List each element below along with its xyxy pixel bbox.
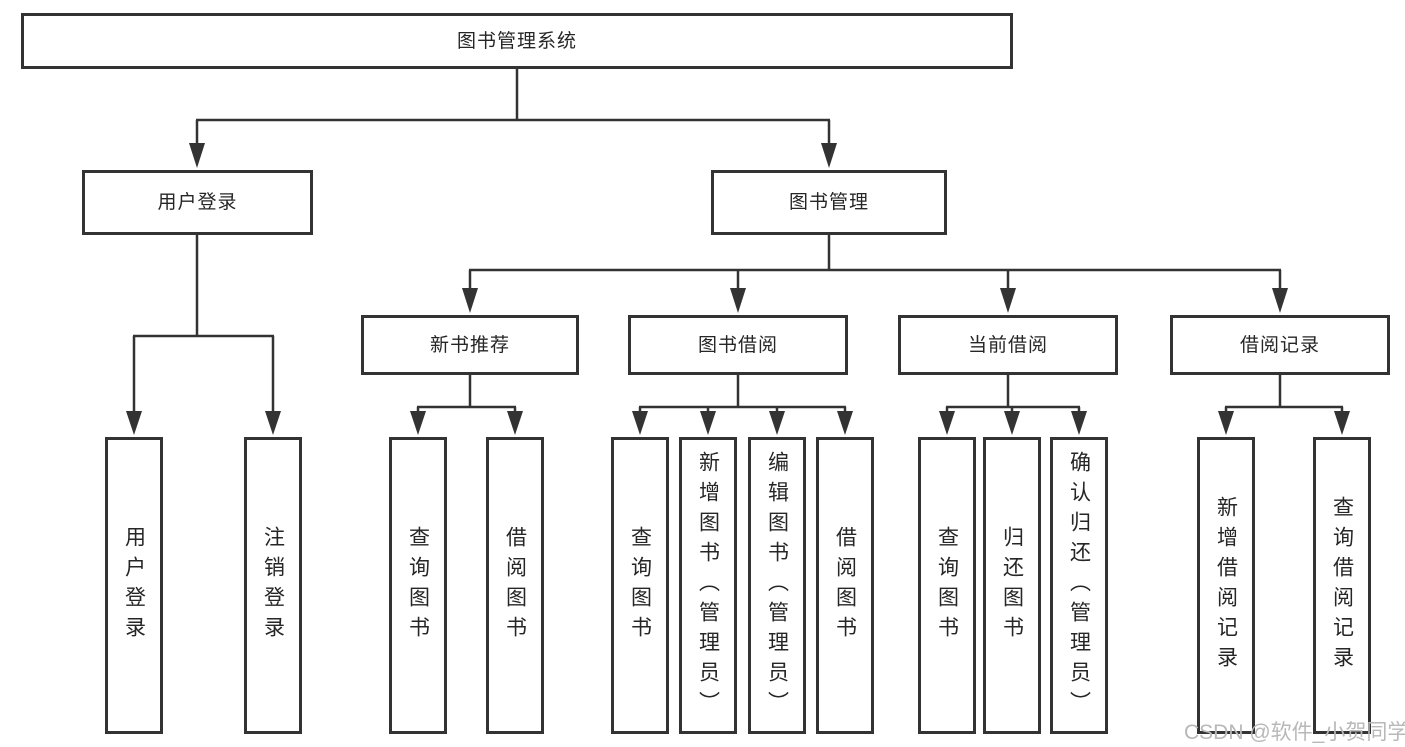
node-root-system: 图书管理系统: [21, 13, 1013, 69]
leaf-recommend-query-books: 查询图书: [389, 437, 447, 734]
leaf-borrowing-borrow-books: 借阅图书: [816, 437, 874, 734]
leaf-borrowing-edit-books-admin: 编辑图书（管理员）: [748, 437, 806, 734]
node-borrow-records: 借阅记录: [1170, 315, 1390, 375]
leaf-user-login: 用户登录: [105, 437, 163, 734]
node-new-book-recommendation: 新书推荐: [361, 315, 579, 375]
leaf-recommend-borrow-books: 借阅图书: [486, 437, 544, 734]
node-user-login: 用户登录: [82, 170, 313, 235]
leaf-borrowing-query-books: 查询图书: [611, 437, 669, 734]
leaf-current-return-books: 归还图书: [983, 437, 1041, 734]
node-book-management: 图书管理: [711, 170, 947, 235]
leaf-current-confirm-return-admin: 确认归还（管理员）: [1050, 437, 1108, 734]
node-book-borrowing: 图书借阅: [628, 315, 848, 375]
leaf-records-add-borrow-record: 新增借阅记录: [1197, 437, 1255, 734]
leaf-records-query-borrow-record: 查询借阅记录: [1313, 437, 1371, 734]
node-current-borrowing: 当前借阅: [898, 315, 1118, 375]
leaf-current-query-books: 查询图书: [918, 437, 976, 734]
leaf-borrowing-add-books-admin: 新增图书（管理员）: [679, 437, 737, 734]
leaf-logout: 注销登录: [244, 437, 302, 734]
csdn-watermark: CSDN @软件_小贺同学: [1184, 721, 1405, 744]
arrowheads: [126, 143, 1350, 435]
